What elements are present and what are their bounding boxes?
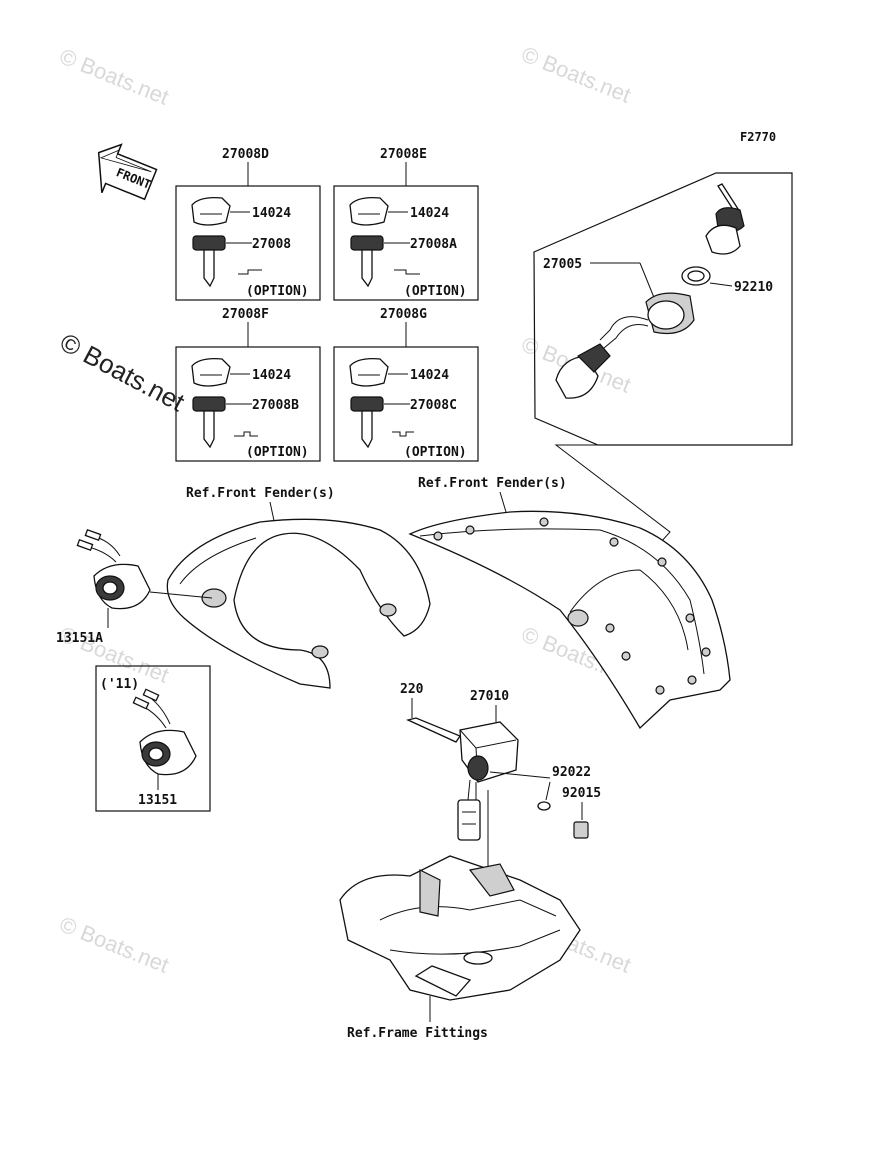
front-fender-left: Ref.Front Fender(s) xyxy=(166,486,431,689)
kit-label: 27008G xyxy=(380,307,427,322)
front-arrow-icon: FRONT xyxy=(97,143,158,201)
key-cut-icon xyxy=(238,269,262,275)
connector-icon xyxy=(555,355,599,399)
connector-icon xyxy=(457,799,481,841)
bolt-icon xyxy=(406,717,461,743)
lanyard-switch-a-part-number: 13151A xyxy=(56,631,103,646)
front-fender-right-label: Ref.Front Fender(s) xyxy=(418,476,567,491)
knob-icon xyxy=(349,197,389,226)
front-fender-right: Ref.Front Fender(s) xyxy=(408,476,731,730)
kit-label: 27008F xyxy=(222,307,269,322)
kit-label: 27008D xyxy=(222,147,269,162)
switch-hole xyxy=(201,588,227,608)
key-cut-icon xyxy=(394,269,420,275)
knob-part-number: 14024 xyxy=(410,206,449,221)
key-icon xyxy=(192,235,226,251)
front-fender-left-label: Ref.Front Fender(s) xyxy=(186,486,335,501)
kit-label: 27008E xyxy=(380,147,427,162)
ignition-switch-part-number: 27005 xyxy=(543,257,582,272)
knob-part-number: 14024 xyxy=(252,206,291,221)
frame-fittings-label: Ref.Frame Fittings xyxy=(347,1026,488,1041)
option-label: (OPTION) xyxy=(246,445,309,460)
knob-icon xyxy=(191,197,231,226)
frame-fittings: Ref.Frame Fittings xyxy=(339,855,581,1041)
key-icon xyxy=(350,396,384,412)
option-label: (OPTION) xyxy=(404,284,467,299)
year-note: ('11) xyxy=(100,677,139,692)
watermark: © Boats.net xyxy=(56,43,172,109)
knob-part-number: 14024 xyxy=(252,368,291,383)
key-icon xyxy=(350,235,384,251)
watermark: © Boats.net xyxy=(56,911,172,977)
key-part-number: 27008B xyxy=(252,398,299,413)
washer-icon xyxy=(537,801,551,811)
key-part-number: 27008C xyxy=(410,398,457,413)
figure-code: F2770 xyxy=(740,130,776,144)
key-cut-icon xyxy=(234,431,258,437)
watermark: © Boats.net xyxy=(518,41,634,107)
knob-icon xyxy=(349,358,389,387)
watermark-dark: © Boats.net xyxy=(55,327,190,418)
knob-icon xyxy=(191,358,231,387)
kit-box-g: 27008G 14024 27008C (OPTION) xyxy=(333,307,479,462)
unit-part-number: 27010 xyxy=(470,689,509,704)
nut-part-number: 92210 xyxy=(734,280,773,295)
key-cut-icon xyxy=(392,431,414,437)
bolt-part-number: 220 xyxy=(400,682,424,697)
lanyard-switch-a: 13151A xyxy=(56,528,213,646)
lanyard-switch-part-number: 13151 xyxy=(138,793,177,808)
option-label: (OPTION) xyxy=(246,284,309,299)
clip-icon xyxy=(573,821,589,839)
clip-part-number: 92015 xyxy=(562,786,601,801)
option-label: (OPTION) xyxy=(404,445,467,460)
key-part-number: 27008A xyxy=(410,237,457,252)
lanyard-switch-box: ('11) 13151 xyxy=(95,665,211,812)
kit-box-e: 27008E 14024 27008A (OPTION) xyxy=(333,147,479,301)
ignition-switch-assembly: 27005 92210 xyxy=(533,172,793,616)
kit-box-d: 27008D 14024 27008 (OPTION) xyxy=(175,147,321,301)
key-icon xyxy=(192,396,226,412)
key-part-number: 27008 xyxy=(252,237,291,252)
knob-part-number: 14024 xyxy=(410,368,449,383)
kit-box-f: 27008F 14024 27008B (OPTION) xyxy=(175,307,321,462)
washer-part-number: 92022 xyxy=(552,765,591,780)
